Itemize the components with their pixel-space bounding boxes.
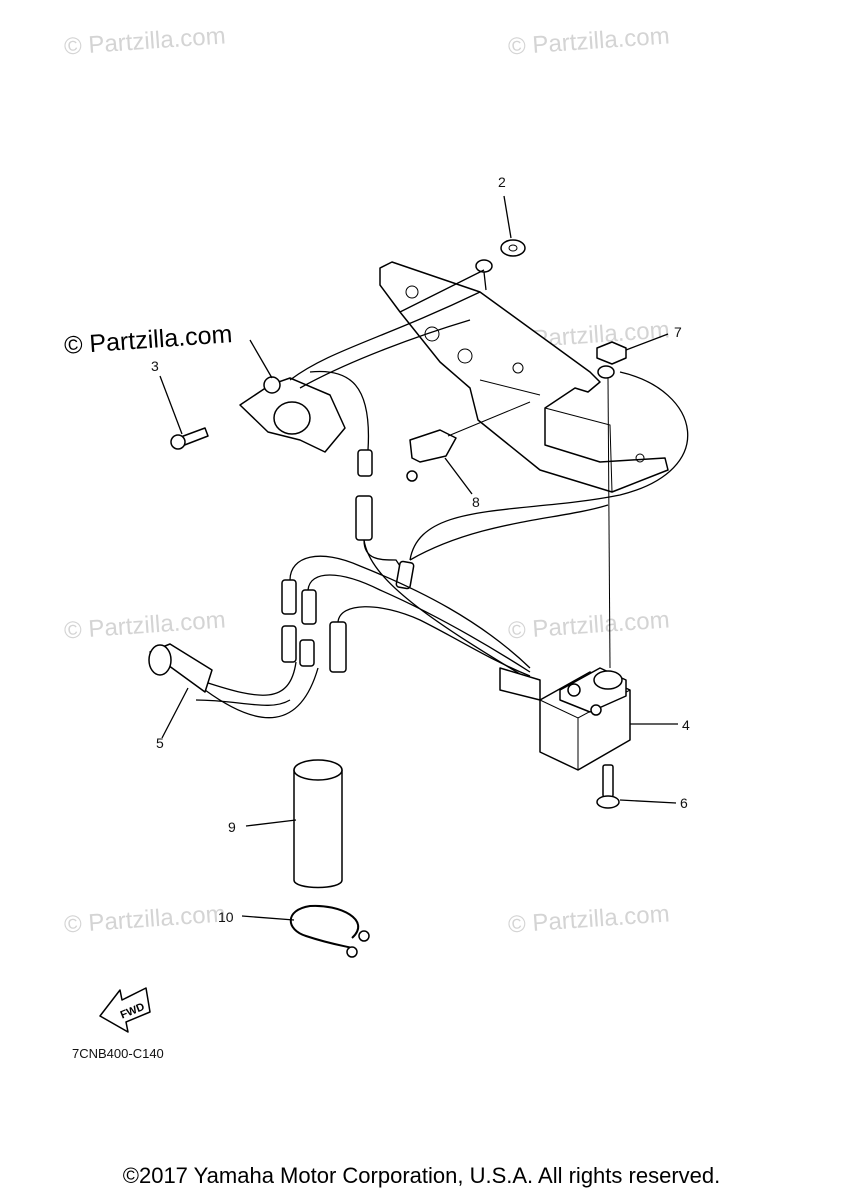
bolt-part-6: [596, 764, 677, 809]
callout-5: 5: [156, 735, 164, 751]
copyright-notice: ©2017 Yamaha Motor Corporation, U.S.A. A…: [122, 1163, 721, 1188]
bracket: [379, 261, 669, 493]
switch-part-3: [159, 291, 481, 453]
washer-part-2: [500, 195, 526, 257]
cdi-unit-part-4: [499, 667, 678, 771]
clamp-part-10: [241, 904, 370, 958]
tube-part-9: [245, 759, 343, 889]
callout-10: 10: [218, 909, 234, 925]
diagram-ref-code: 7CNB400-C140: [72, 1046, 164, 1061]
callout-9: 9: [228, 819, 236, 835]
wire-harness: [195, 449, 609, 719]
callout-6: 6: [680, 795, 688, 811]
clip-part-8: [406, 401, 531, 495]
callout-4: 4: [682, 717, 690, 733]
connector-part-5: [148, 643, 213, 739]
callout-8: 8: [472, 494, 480, 510]
nut-part-7: [409, 333, 689, 669]
callout-7: 7: [674, 324, 682, 340]
callout-3: 3: [151, 358, 159, 374]
fwd-arrow-icon: FWD: [99, 987, 151, 1033]
callout-2: 2: [498, 174, 506, 190]
